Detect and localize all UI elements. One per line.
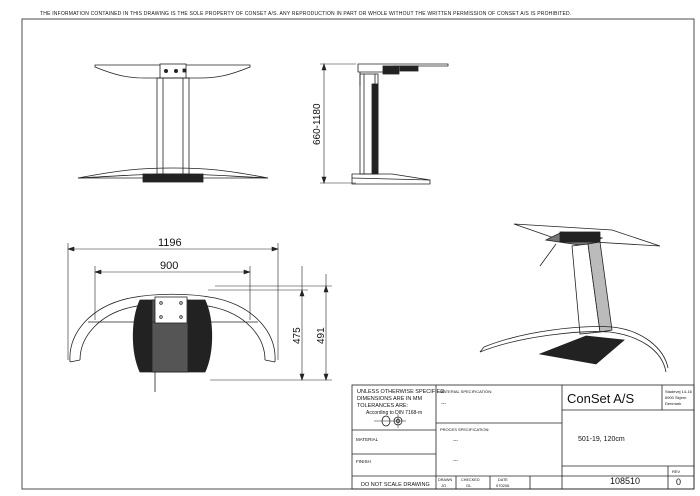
front-view [77, 63, 269, 183]
material-spec-value: --- [441, 401, 446, 407]
isometric-view [479, 223, 669, 373]
height-dimension [320, 63, 356, 184]
width-dimensions [67, 243, 332, 381]
date-label: DATE [498, 478, 508, 482]
side-view [351, 63, 449, 185]
overall-width-label: 1196 [158, 237, 182, 249]
tolerance-line-1: UNLESS OTHERWISE SPECIFIED [357, 389, 444, 395]
do-not-scale-note: DO NOT SCALE DRAWING [361, 482, 430, 488]
company-address-3: Denmark [665, 401, 681, 406]
company-address-2: 6900 Skjern [665, 395, 686, 400]
drawn-value: JO [441, 483, 446, 488]
drawn-label: DRAWN [438, 478, 452, 482]
depth-outer-label: 491 [316, 327, 327, 344]
date-value: 070206 [496, 483, 510, 488]
process-spec-value-1: --- [453, 438, 458, 444]
part-description: 501-19, 120cm [578, 436, 625, 443]
top-view [69, 293, 276, 392]
company-name: ConSet A/S [567, 391, 635, 406]
material-label: MATERIAL [356, 437, 379, 442]
tolerance-line-4: According to DIN 7168-m [366, 410, 422, 416]
process-spec-label: PROCES SPECIFICATION: [440, 427, 490, 432]
checked-label: CHECKED [461, 478, 480, 482]
rev-label: REV [672, 469, 681, 474]
title-block [351, 384, 695, 490]
tolerance-line-3: TOLERANCES ARE: [357, 403, 409, 409]
inner-width-label: 900 [160, 260, 178, 272]
drawing-number: 108510 [610, 476, 640, 486]
checked-value: GL [466, 483, 472, 488]
process-spec-value-2: --- [453, 458, 458, 464]
material-spec-label: MATERIAL SPECIFICATION: [440, 389, 492, 394]
finish-label: FINISH [356, 459, 371, 464]
depth-inner-label: 475 [292, 327, 303, 344]
company-address-1: Stadevej 14-16 [665, 389, 693, 394]
rev-value: 0 [676, 477, 681, 487]
copyright-notice: THE INFORMATION CONTAINED IN THIS DRAWIN… [40, 11, 572, 17]
height-dimension-label: 660-1180 [312, 103, 323, 145]
tolerance-line-2: DIMENSIONS ARE IN MM [357, 396, 423, 402]
